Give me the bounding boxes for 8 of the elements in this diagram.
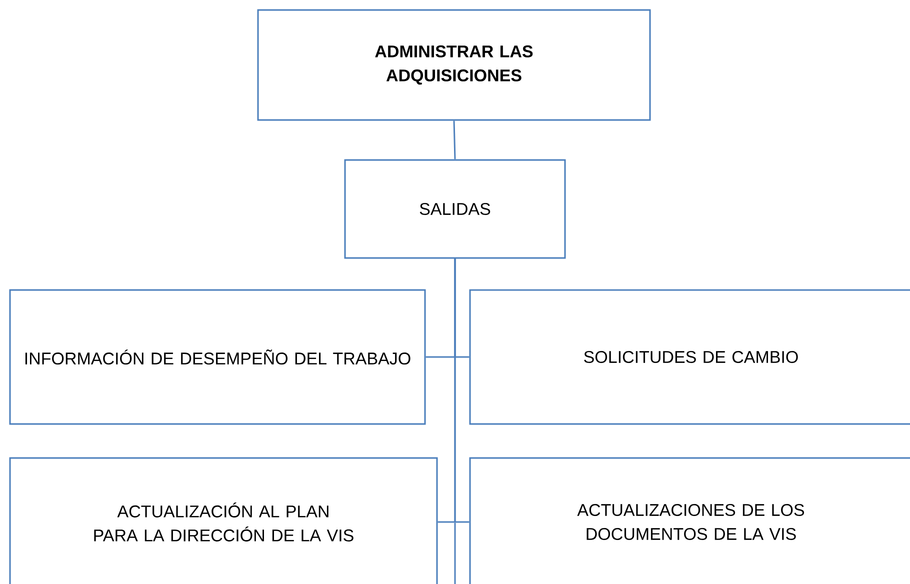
connector-line — [453, 120, 456, 160]
process-box: SOLICITUDES DE CAMBIO — [469, 289, 910, 425]
process-box: SALIDAS — [344, 159, 566, 259]
process-box: INFORMACIÓN DE DESEMPEÑO DEL TRABAJO — [9, 289, 426, 425]
process-box: ADMINISTRAR LAS ADQUISICIONES — [257, 9, 651, 121]
process-box: ACTUALIZACIÓN AL PLAN PARA LA DIRECCIÓN DE LA VIS — [9, 457, 438, 584]
connector-line — [454, 258, 470, 523]
process-box: ACTUALIZACIONES DE LOS DOCUMENTOS DE LA VIS — [469, 457, 910, 584]
